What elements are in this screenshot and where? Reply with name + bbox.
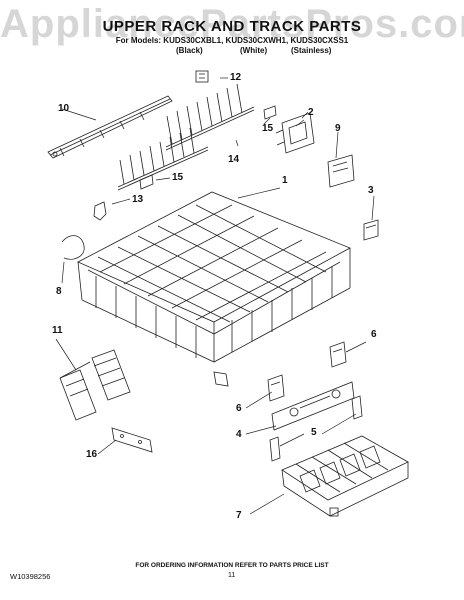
- page-number: 11: [228, 572, 236, 579]
- part-adjuster-cover: [327, 154, 355, 188]
- part-rail-stop: [269, 395, 363, 462]
- callout-6-right: 6: [371, 329, 377, 340]
- callout-8: 8: [56, 286, 62, 297]
- callout-13: 13: [132, 194, 144, 205]
- callout-1: 1: [282, 175, 288, 186]
- callout-3: 3: [368, 185, 374, 196]
- callout-16: 16: [86, 449, 98, 460]
- variant-white: (White): [240, 46, 268, 55]
- part-wire-clip: [61, 235, 85, 260]
- callout-9: 9: [335, 123, 341, 134]
- callout-7: 7: [236, 510, 242, 521]
- leader-lines: [55, 77, 375, 515]
- part-rail-bracket: [111, 427, 153, 453]
- callout-15-top: 15: [262, 123, 274, 134]
- part-clip-12: [195, 70, 209, 83]
- page-title: UPPER RACK AND TRACK PARTS: [102, 18, 362, 35]
- part-adjuster-housing: [275, 112, 315, 154]
- callout-11: 11: [52, 325, 63, 336]
- callout-14: 14: [228, 154, 240, 165]
- callout-12: 12: [230, 72, 242, 83]
- part-clip-15: [139, 105, 277, 190]
- callout-15-mid: 15: [172, 172, 184, 183]
- part-slide-track: [47, 95, 173, 159]
- part-stopper-6: [267, 341, 347, 402]
- callout-2: 2: [308, 107, 314, 118]
- variant-stainless: (Stainless): [291, 46, 332, 55]
- part-utility-tray: [59, 349, 131, 421]
- part-tine-row-lower: [117, 127, 209, 191]
- callout-4: 4: [236, 429, 242, 440]
- watermark: AppliancePartsPros.com: [0, 2, 464, 46]
- callout-10: 10: [58, 103, 70, 114]
- part-upper-rack: [77, 191, 351, 387]
- part-stop-clip: [93, 201, 107, 221]
- model-list: For Models: KUDS30CXBL1, KUDS30CXWH1, KU…: [115, 36, 349, 45]
- part-end-cap: [363, 219, 379, 241]
- variant-black: (Black): [176, 46, 203, 55]
- callout-5: 5: [311, 427, 317, 438]
- part-tine-row: [165, 83, 255, 151]
- document-number: W10398256: [10, 572, 51, 581]
- ordering-note: FOR ORDERING INFORMATION REFER TO PARTS …: [135, 562, 329, 569]
- callout-6-left: 6: [236, 403, 242, 414]
- part-cup-shelf: [281, 435, 409, 517]
